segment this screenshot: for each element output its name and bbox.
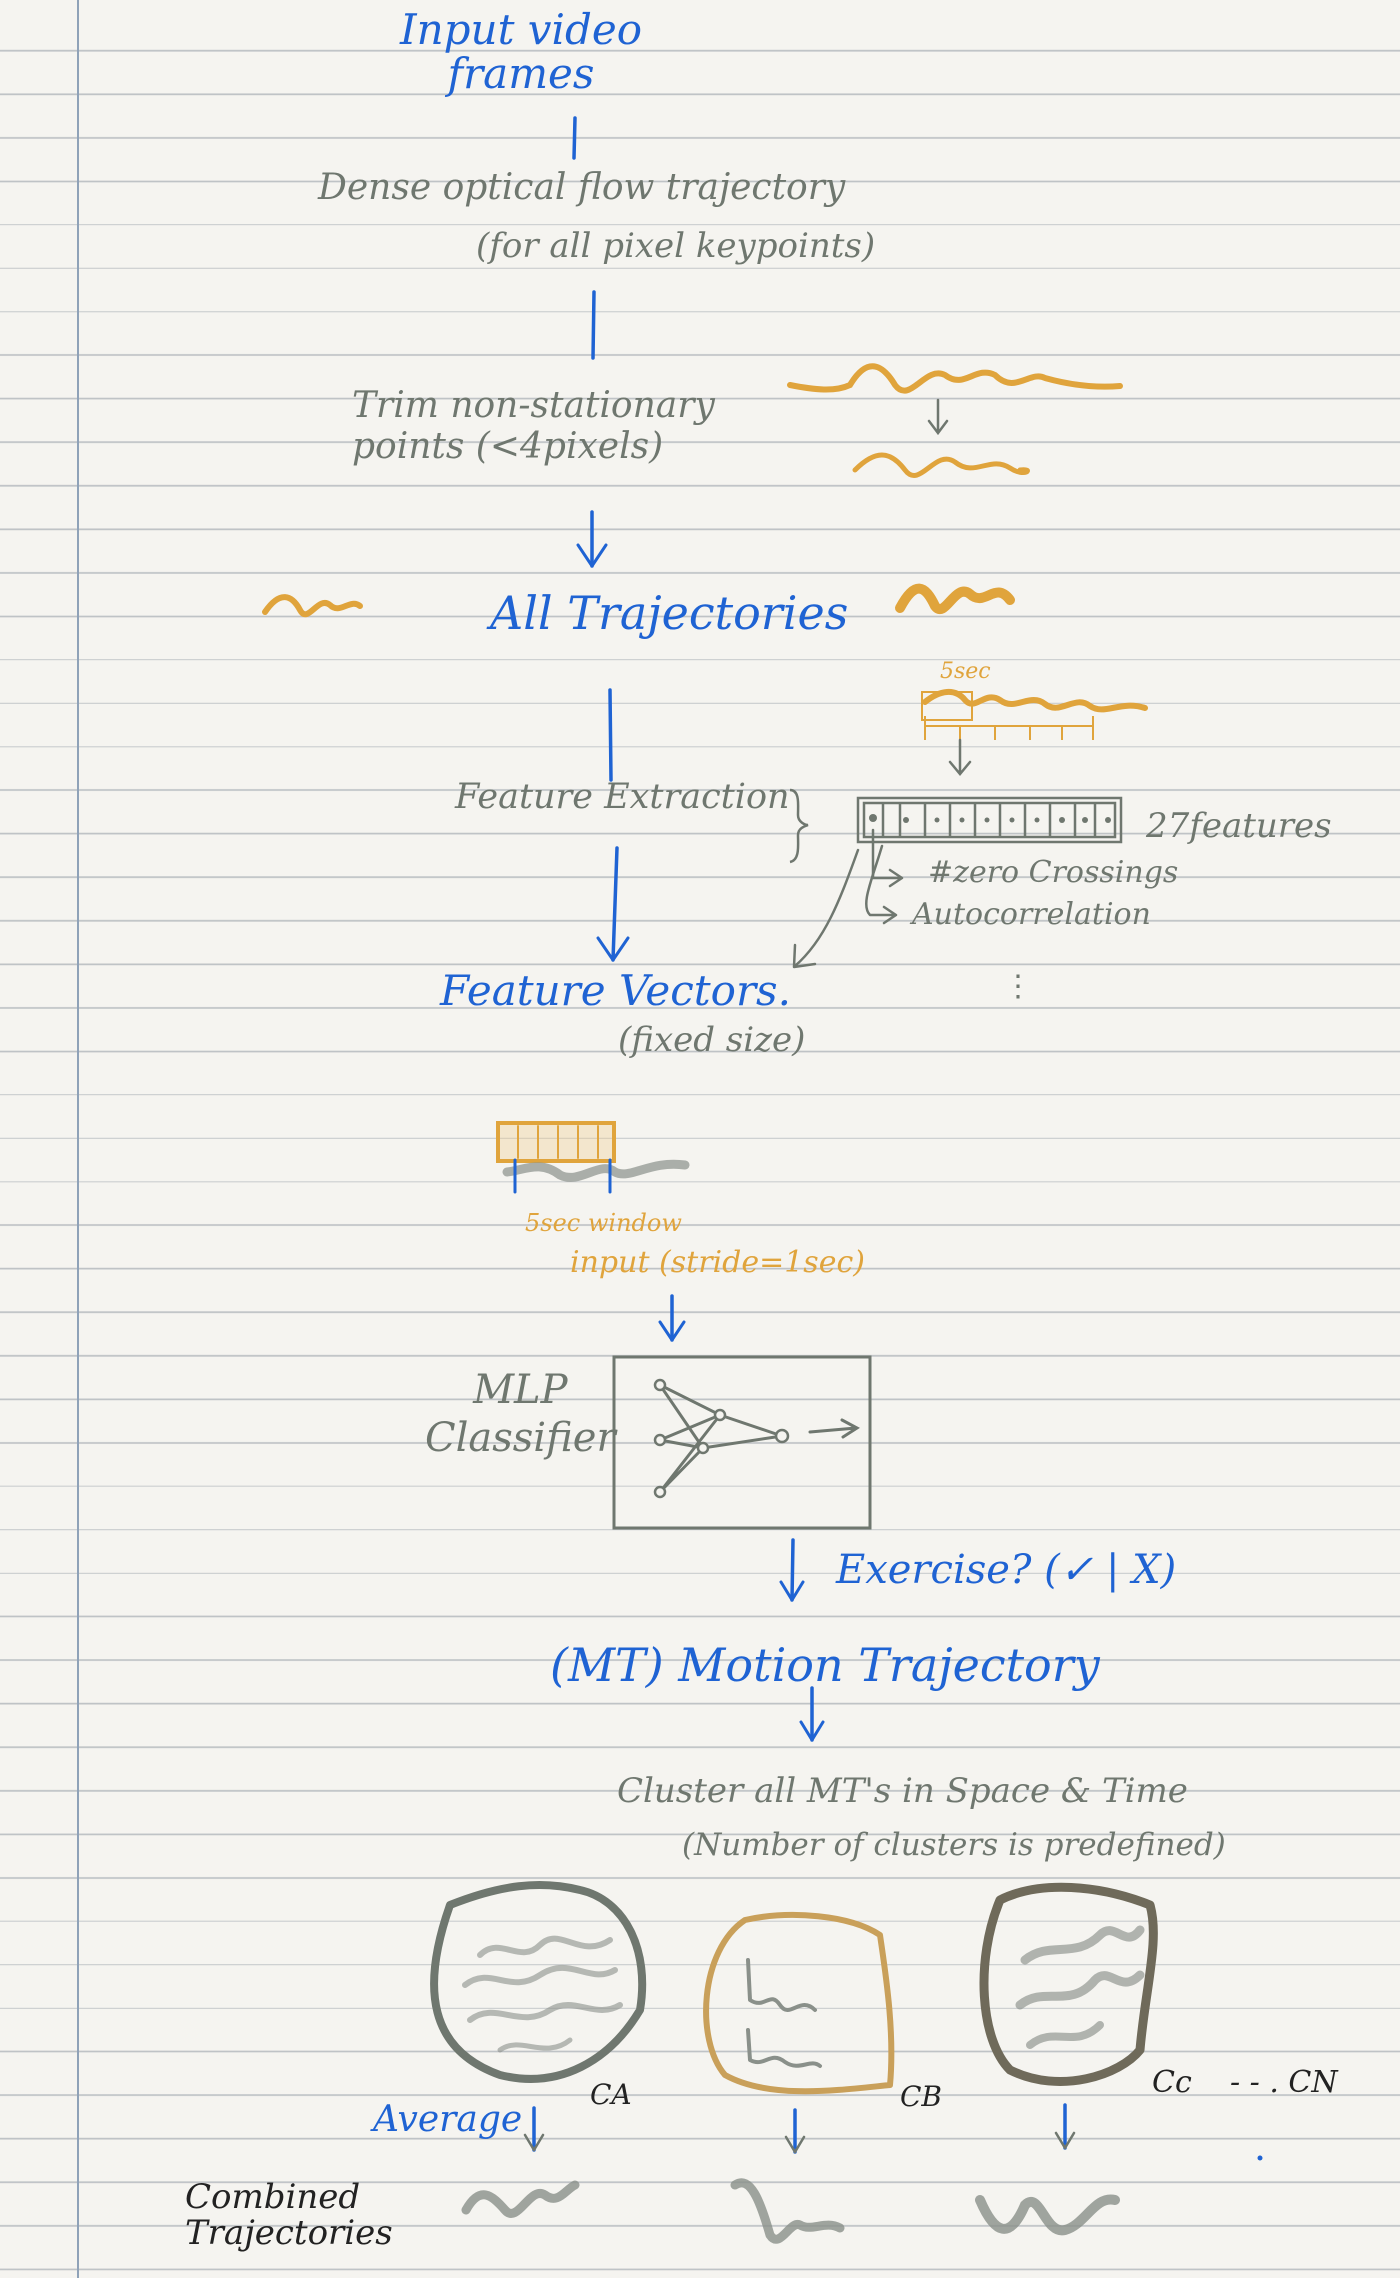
feature-vector-box [856, 796, 1123, 844]
combined-c [975, 2194, 1120, 2236]
combined-trajectories [461, 2178, 1120, 2244]
window-note-label: 5sec window [525, 1209, 682, 1237]
arrowhead-mlp [658, 1320, 686, 1342]
arrow-mlp-to-exercise [790, 1538, 795, 1602]
exercise-label: Exercise? (✓ | X) [836, 1547, 1177, 1593]
margin-line [77, 0, 79, 2278]
arrowhead-vectors [596, 936, 630, 962]
window-5sec-label: 5sec [940, 659, 991, 684]
noisy-trajectory [787, 363, 1123, 394]
cluster-a-outline [430, 1881, 647, 2083]
arrowhead-cluster [799, 1720, 825, 1742]
arrowhead-exercise [779, 1580, 805, 1602]
mlp-frame [612, 1355, 872, 1530]
input-stride-label: input (stride=1sec) [570, 1245, 865, 1280]
clusters [430, 1881, 1158, 2095]
down-arrow-small [927, 398, 949, 436]
dense-flow-note: (for all pixel keypoints) [476, 226, 876, 266]
squiggle-window [922, 689, 1148, 713]
cluster-dot [1257, 2155, 1263, 2161]
cluster-note-label: (Number of clusters is predefined) [682, 1827, 1226, 1863]
average-label: Average [373, 2099, 523, 2140]
zero-crossings-label: #zero Crossings [928, 855, 1179, 890]
cluster-b-outline [703, 1912, 895, 2095]
combined-a [461, 2180, 580, 2218]
features-count-label: 27features [1146, 806, 1332, 846]
arrow-all-to-extraction [608, 688, 613, 782]
arrow-extraction-to-vectors [611, 846, 619, 962]
arrowheads [576, 543, 825, 1742]
arrowhead-all [576, 543, 608, 568]
input-window [496, 1121, 690, 1194]
input-frames-label: Input video frames [400, 5, 642, 99]
feature-extraction-brace [789, 788, 809, 864]
mlp-classifier-label: MLP Classifier [425, 1367, 616, 1461]
cluster-label: Cluster all MT's in Space & Time [617, 1771, 1188, 1811]
mlp-box [612, 1355, 872, 1530]
trim-label: Trim non-stationary points (<4pixels) [352, 385, 715, 468]
trajectory-squiggles [262, 583, 1148, 713]
cluster-a-label: CA [590, 2078, 632, 2111]
arrow-input-to-flow [572, 116, 577, 160]
dense-flow-label: Dense optical flow trajectory [318, 167, 846, 208]
squiggle-left [262, 594, 363, 618]
feature-vectors-label: Feature Vectors. [440, 966, 791, 1015]
trim-illustration [787, 363, 1123, 478]
cluster-c-outline [979, 1882, 1158, 2086]
arrow-flow-to-trim [591, 290, 596, 360]
motion-trajectory-label: (MT) Motion Trajectory [550, 1638, 1100, 1692]
autocorrelation-label: Autocorrelation [912, 897, 1151, 932]
all-trajectories-label: All Trajectories [490, 586, 849, 640]
window-bracket [921, 691, 1094, 740]
cluster-b-label: CB [900, 2080, 942, 2113]
trimmed-trajectory [852, 452, 1030, 478]
feature-extraction-label: Feature Extraction [455, 777, 790, 817]
window-down-arrow [948, 738, 972, 776]
combined-trajectories-label: Combined Trajectories [185, 2177, 393, 2253]
ellipsis-mark: ⋮ [1003, 969, 1033, 1004]
combined-b [730, 2178, 845, 2244]
mlp-nodes [653, 1378, 790, 1499]
fixed-size-label: (fixed size) [618, 1020, 806, 1060]
cluster-c-label: Cc [1152, 2065, 1192, 2100]
arrowheads-gray [523, 2131, 1076, 2154]
cluster-n-label: - - . CN [1230, 2065, 1338, 2100]
connectors [532, 116, 1067, 2154]
feature-vector-dots [869, 814, 1111, 823]
squiggle-right [895, 583, 1015, 614]
feature-pointers [792, 828, 904, 969]
